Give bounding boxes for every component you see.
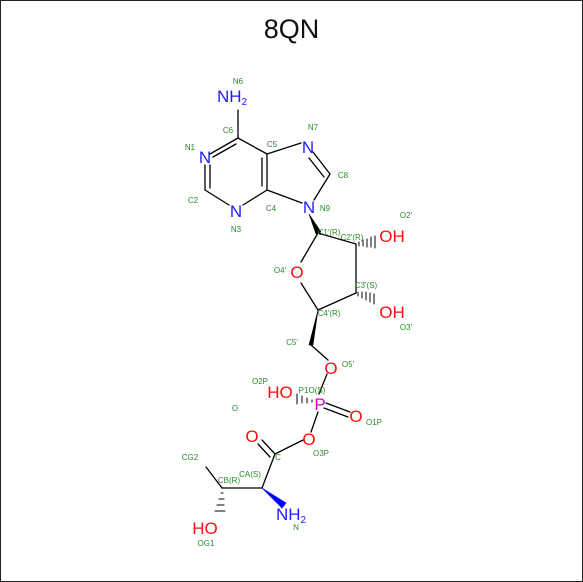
atom-n-label: NH2 [276,505,307,526]
atom-name-p1: P1O(S) [299,386,326,395]
bond-c3p-o3p-hash [357,291,375,305]
bond-c6-n1 [209,137,239,155]
atom-og1-label: HO [192,519,218,538]
atom-name-o1p: O1P [366,418,382,427]
atom-name-c4p: C4'(R) [318,309,341,318]
bond-c-o-double [257,443,271,458]
bond-n3-c4 [242,189,268,206]
bond-o3p-c [274,439,304,455]
atom-label-layer: NH2 N N N N O OH OH O P O O HO O HO NH2 [192,87,405,538]
atom-name-c2: C2 [188,196,199,205]
bond-o5p-p [318,373,328,395]
atom-n3-label: N [230,202,242,221]
atom-n9-label: N [303,198,315,217]
atom-name-c5p: C5' [286,338,298,347]
bond-n7-c8-double [308,157,325,178]
bond-c5p-o5p [310,344,329,361]
atom-name-c3p: C3'(S) [355,281,378,290]
bond-c1p-c2p [317,232,357,245]
atom-o2p-ho-label: HO [267,383,293,402]
atom-o1p-label: O [349,407,362,426]
atom-name-o3p: O3' [400,323,413,332]
bond-p-o2p-hash [296,393,313,405]
atom-name-cb: CB(R) [218,476,241,485]
ligand-title: 8QN [263,14,320,44]
atom-name-o2p-p: O2P [252,377,268,386]
bond-cb-og1-hash [214,492,226,512]
atom-o3p-label: OH [379,303,405,322]
atom-name-c5: C5 [267,140,278,149]
bond-p-o1p-double [323,407,349,418]
atom-name-o5p: O5' [342,360,355,369]
bond-c-o [261,439,276,455]
atom-o-carbonyl-label: O [245,427,258,446]
atom-name-o4p: O4' [274,266,287,275]
atom-name-n1: N1 [185,143,196,152]
bond-c1p-o4p [300,232,319,263]
bond-c5-c6 [237,137,268,155]
bond-n9-c4 [266,189,303,204]
atom-name-n9: N9 [320,204,331,213]
atom-n7-label: N [302,138,314,157]
atom-name-cg2: CG2 [182,453,199,462]
bond-o4p-c4p [300,282,319,311]
bond-c2p-o2p-hash [358,235,376,249]
bond-c6-n1-double [212,143,237,158]
bond-c2-n3 [204,189,230,206]
bond-n7-c8 [312,151,331,175]
atom-name-n: N [293,523,299,532]
bond-layer [204,109,376,512]
atom-name-c1p: C1'(R) [318,228,341,237]
bond-p-o3p [310,411,319,433]
bond-p-o1p [325,402,351,413]
atom-n6-label: NH2 [217,87,248,108]
atom-o3p-link-label: O [302,430,315,449]
atom-name-n6: N6 [233,77,244,86]
atom-name-c4: C4 [266,204,277,213]
atom-o4p-label: O [290,263,303,282]
atom-o2p-label: OH [379,227,405,246]
atom-name-ca: CA(S) [239,470,261,479]
atom-name-c6: C6 [223,126,234,135]
atom-name-o3p-p: O3P [313,449,329,458]
atom-name-o: O [232,404,238,413]
atom-p-label: P [314,395,325,414]
atom-name-n3: N3 [231,225,242,234]
atom-name-c2p: C2'(R) [341,233,364,242]
atom-name-og1: OG1 [198,539,215,548]
atom-name-layer: N6 N1 C6 C5 N7 C8 C2 N3 C4 N9 C1'(R) O2'… [182,77,413,548]
bond-c8-n9 [313,173,331,201]
bond-c4p-c3p [317,292,357,311]
atom-name-o2p: O2' [400,211,413,220]
atom-name-c: C [275,453,281,462]
bond-c5-n7 [266,142,302,155]
atom-name-c8: C8 [338,171,349,180]
bond-c-ca [261,453,276,489]
atom-n1-label: N [199,148,211,167]
bond-cb-cg2 [205,466,223,489]
atom-name-n7: N7 [308,123,319,132]
atom-o5p-label: O [324,359,337,378]
bond-ca-n-wedge [261,487,287,509]
